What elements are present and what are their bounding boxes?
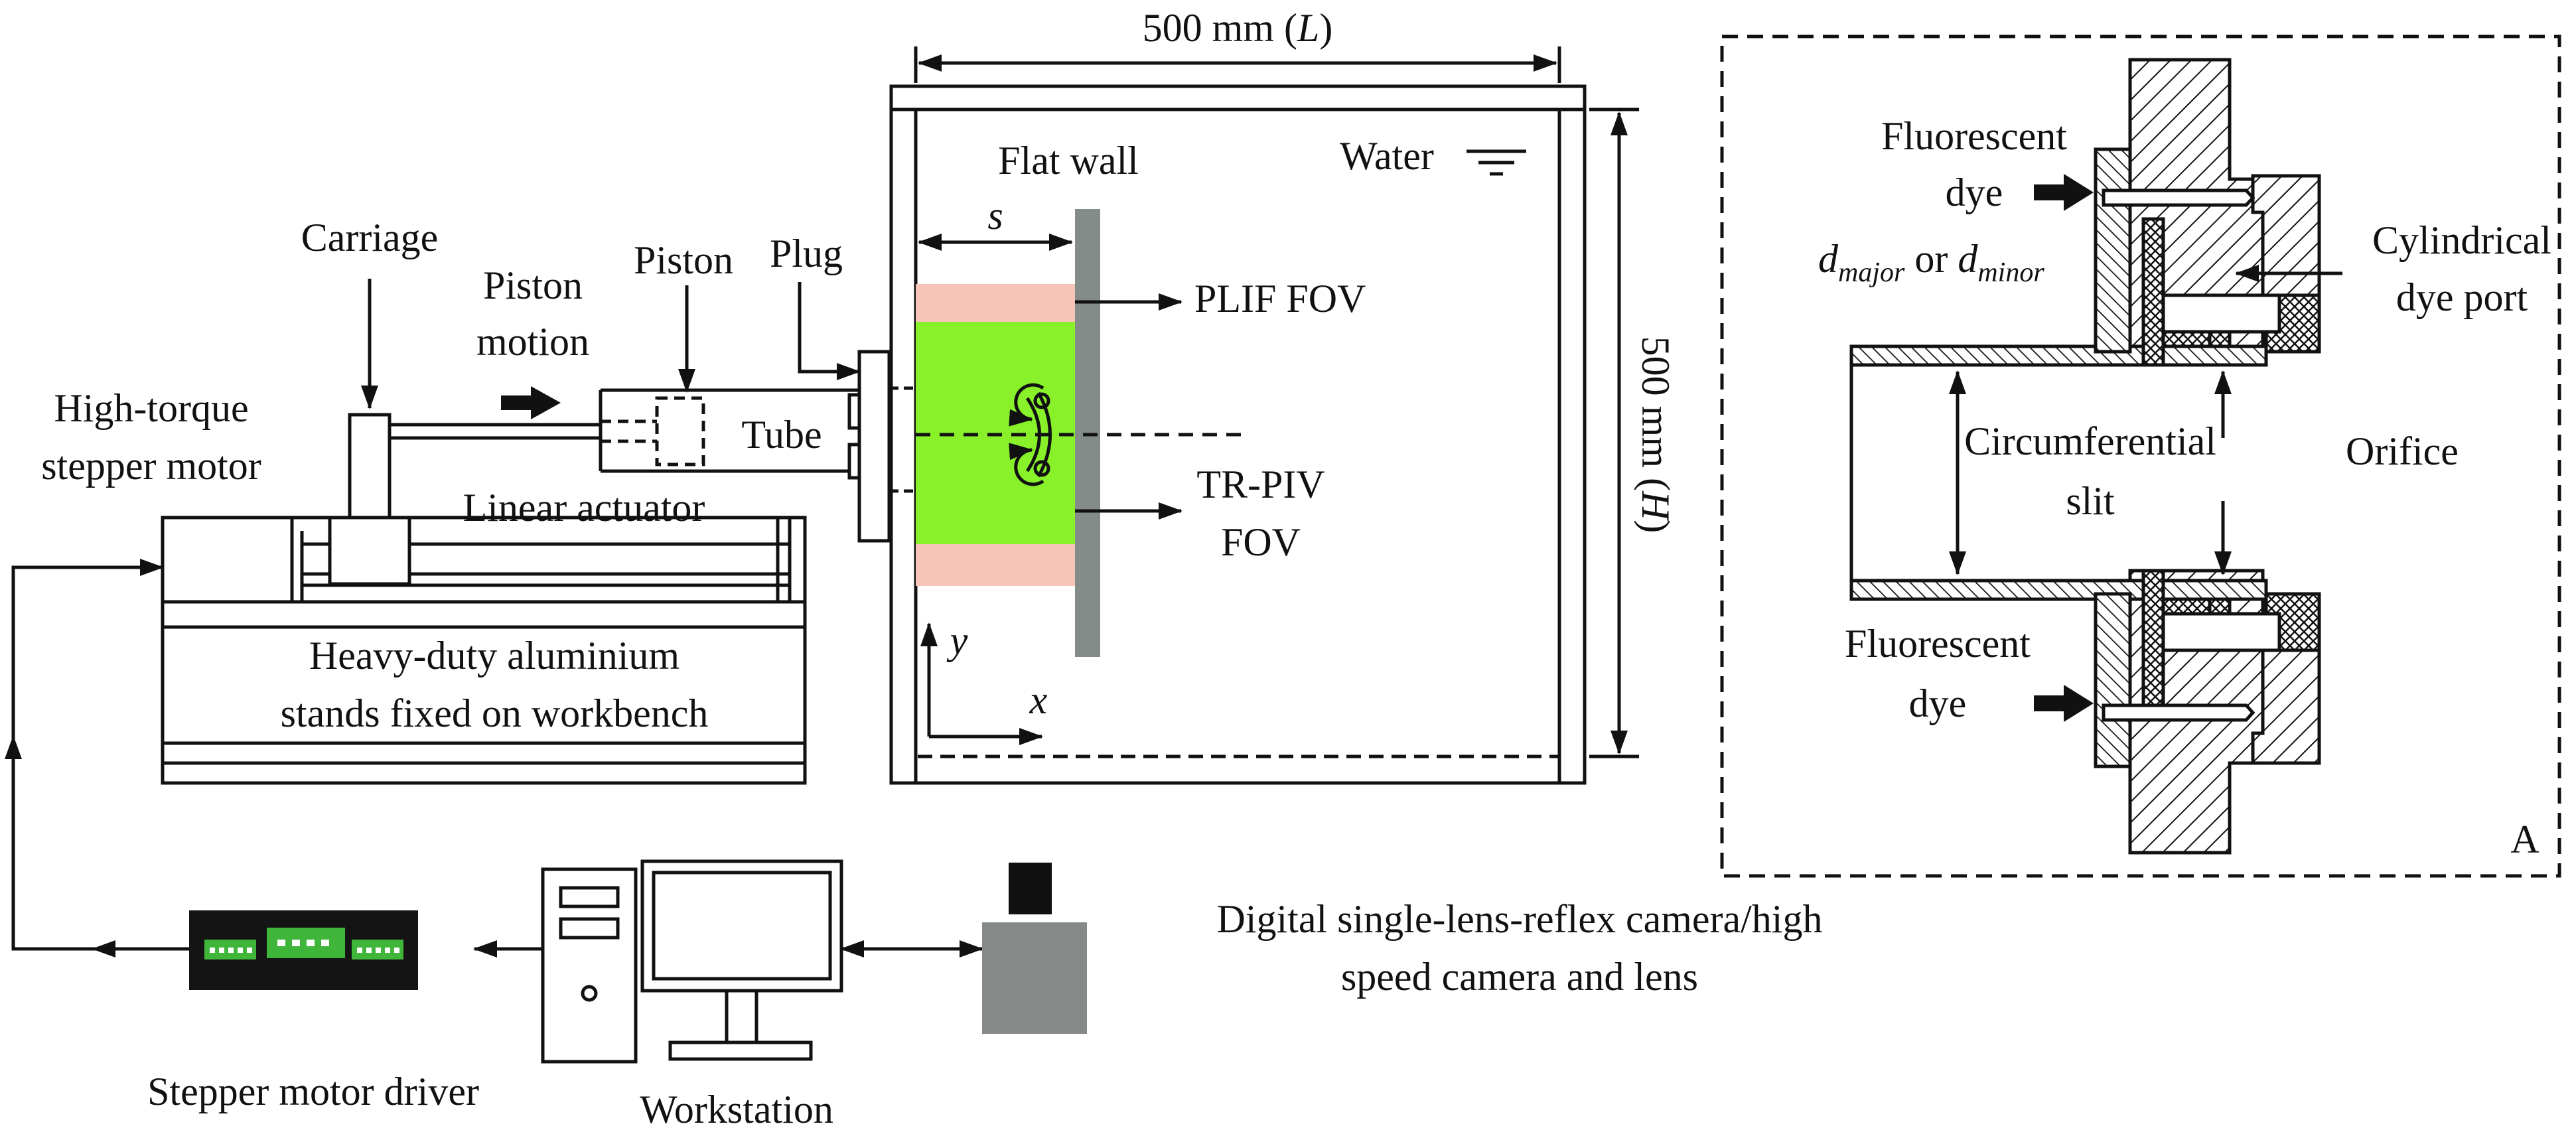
label-fluor-top-2: dye: [1946, 171, 2003, 214]
workstation-computer: [541, 859, 843, 1064]
xy-axes: [920, 622, 1043, 745]
dye-arrow-top: [2034, 174, 2094, 211]
label-diameter: dmajor or dminor: [1818, 237, 2044, 288]
label-axis-x: x: [1029, 678, 1048, 722]
label-circ-slit-2: slit: [2066, 479, 2115, 523]
label-piston: Piston: [634, 238, 733, 282]
label-piston-motion-2: motion: [476, 320, 589, 364]
label-circ-slit-1: Circumferential: [1964, 419, 2216, 463]
aluminium-stand: [161, 516, 807, 785]
label-water: Water: [1340, 134, 1434, 178]
label-stands-1: Heavy-duty aluminium: [309, 634, 680, 677]
inset-arrows: [1949, 265, 2342, 575]
plug: [847, 350, 916, 543]
label-trpiv-1: TR-PIV: [1196, 462, 1324, 506]
label-workstation: Workstation: [640, 1088, 833, 1131]
label-cyl-port-2: dye port: [2396, 275, 2528, 319]
detail-panel-a: [1720, 35, 2561, 878]
piston-rod: [390, 423, 601, 440]
stepper-motor-driver: [189, 910, 418, 990]
orifice-cross-section: [1849, 58, 2321, 855]
camera: [982, 863, 1087, 1034]
label-motor-1: High-torque: [54, 386, 248, 430]
label-cyl-port-1: Cylindrical: [2372, 218, 2551, 262]
label-plug: Plug: [770, 232, 843, 275]
piston-motion-arrow: [501, 386, 561, 419]
label-orifice: Orifice: [2346, 429, 2459, 473]
label-camera-2: speed camera and lens: [1341, 955, 1698, 999]
label-camera-1: Digital single-lens-reflex camera/high: [1217, 897, 1823, 941]
label-axis-y: y: [946, 618, 968, 662]
label-linear-actuator: Linear actuator: [463, 486, 705, 530]
label-fluor-bot-1: Fluorescent: [1845, 622, 2031, 666]
label-width-dimension: 500 mm (L): [1143, 6, 1333, 50]
label-plif-fov: PLIF FOV: [1194, 277, 1366, 320]
label-tube: Tube: [741, 413, 822, 457]
label-carriage: Carriage: [301, 216, 439, 259]
pointer-arrows: [361, 279, 1182, 520]
label-flat-wall: Flat wall: [998, 139, 1139, 182]
label-fluor-bot-2: dye: [1909, 681, 1967, 725]
label-s: s: [987, 194, 1003, 238]
stepper-motor: [161, 516, 294, 604]
vortex-ring-icon: [1009, 383, 1052, 486]
label-panel-letter: A: [2510, 817, 2539, 861]
label-height-dimension: 500 mm (H): [1634, 336, 1678, 533]
label-driver: Stepper motor driver: [147, 1070, 479, 1113]
carriage: [328, 413, 411, 586]
dye-arrow-bottom: [2034, 685, 2094, 722]
water-surface-icon: [1467, 149, 1526, 176]
height-dimension: [1589, 107, 1639, 758]
label-motor-2: stepper motor: [41, 444, 261, 488]
label-stands-2: stands fixed on workbench: [281, 691, 709, 735]
tube: [599, 388, 859, 473]
label-fluor-top-1: Fluorescent: [1881, 114, 2067, 158]
width-dimension: [914, 46, 1561, 83]
label-piston-motion-1: Piston: [483, 263, 583, 307]
label-trpiv-2: FOV: [1221, 520, 1301, 564]
signal-loop: [4, 559, 983, 958]
